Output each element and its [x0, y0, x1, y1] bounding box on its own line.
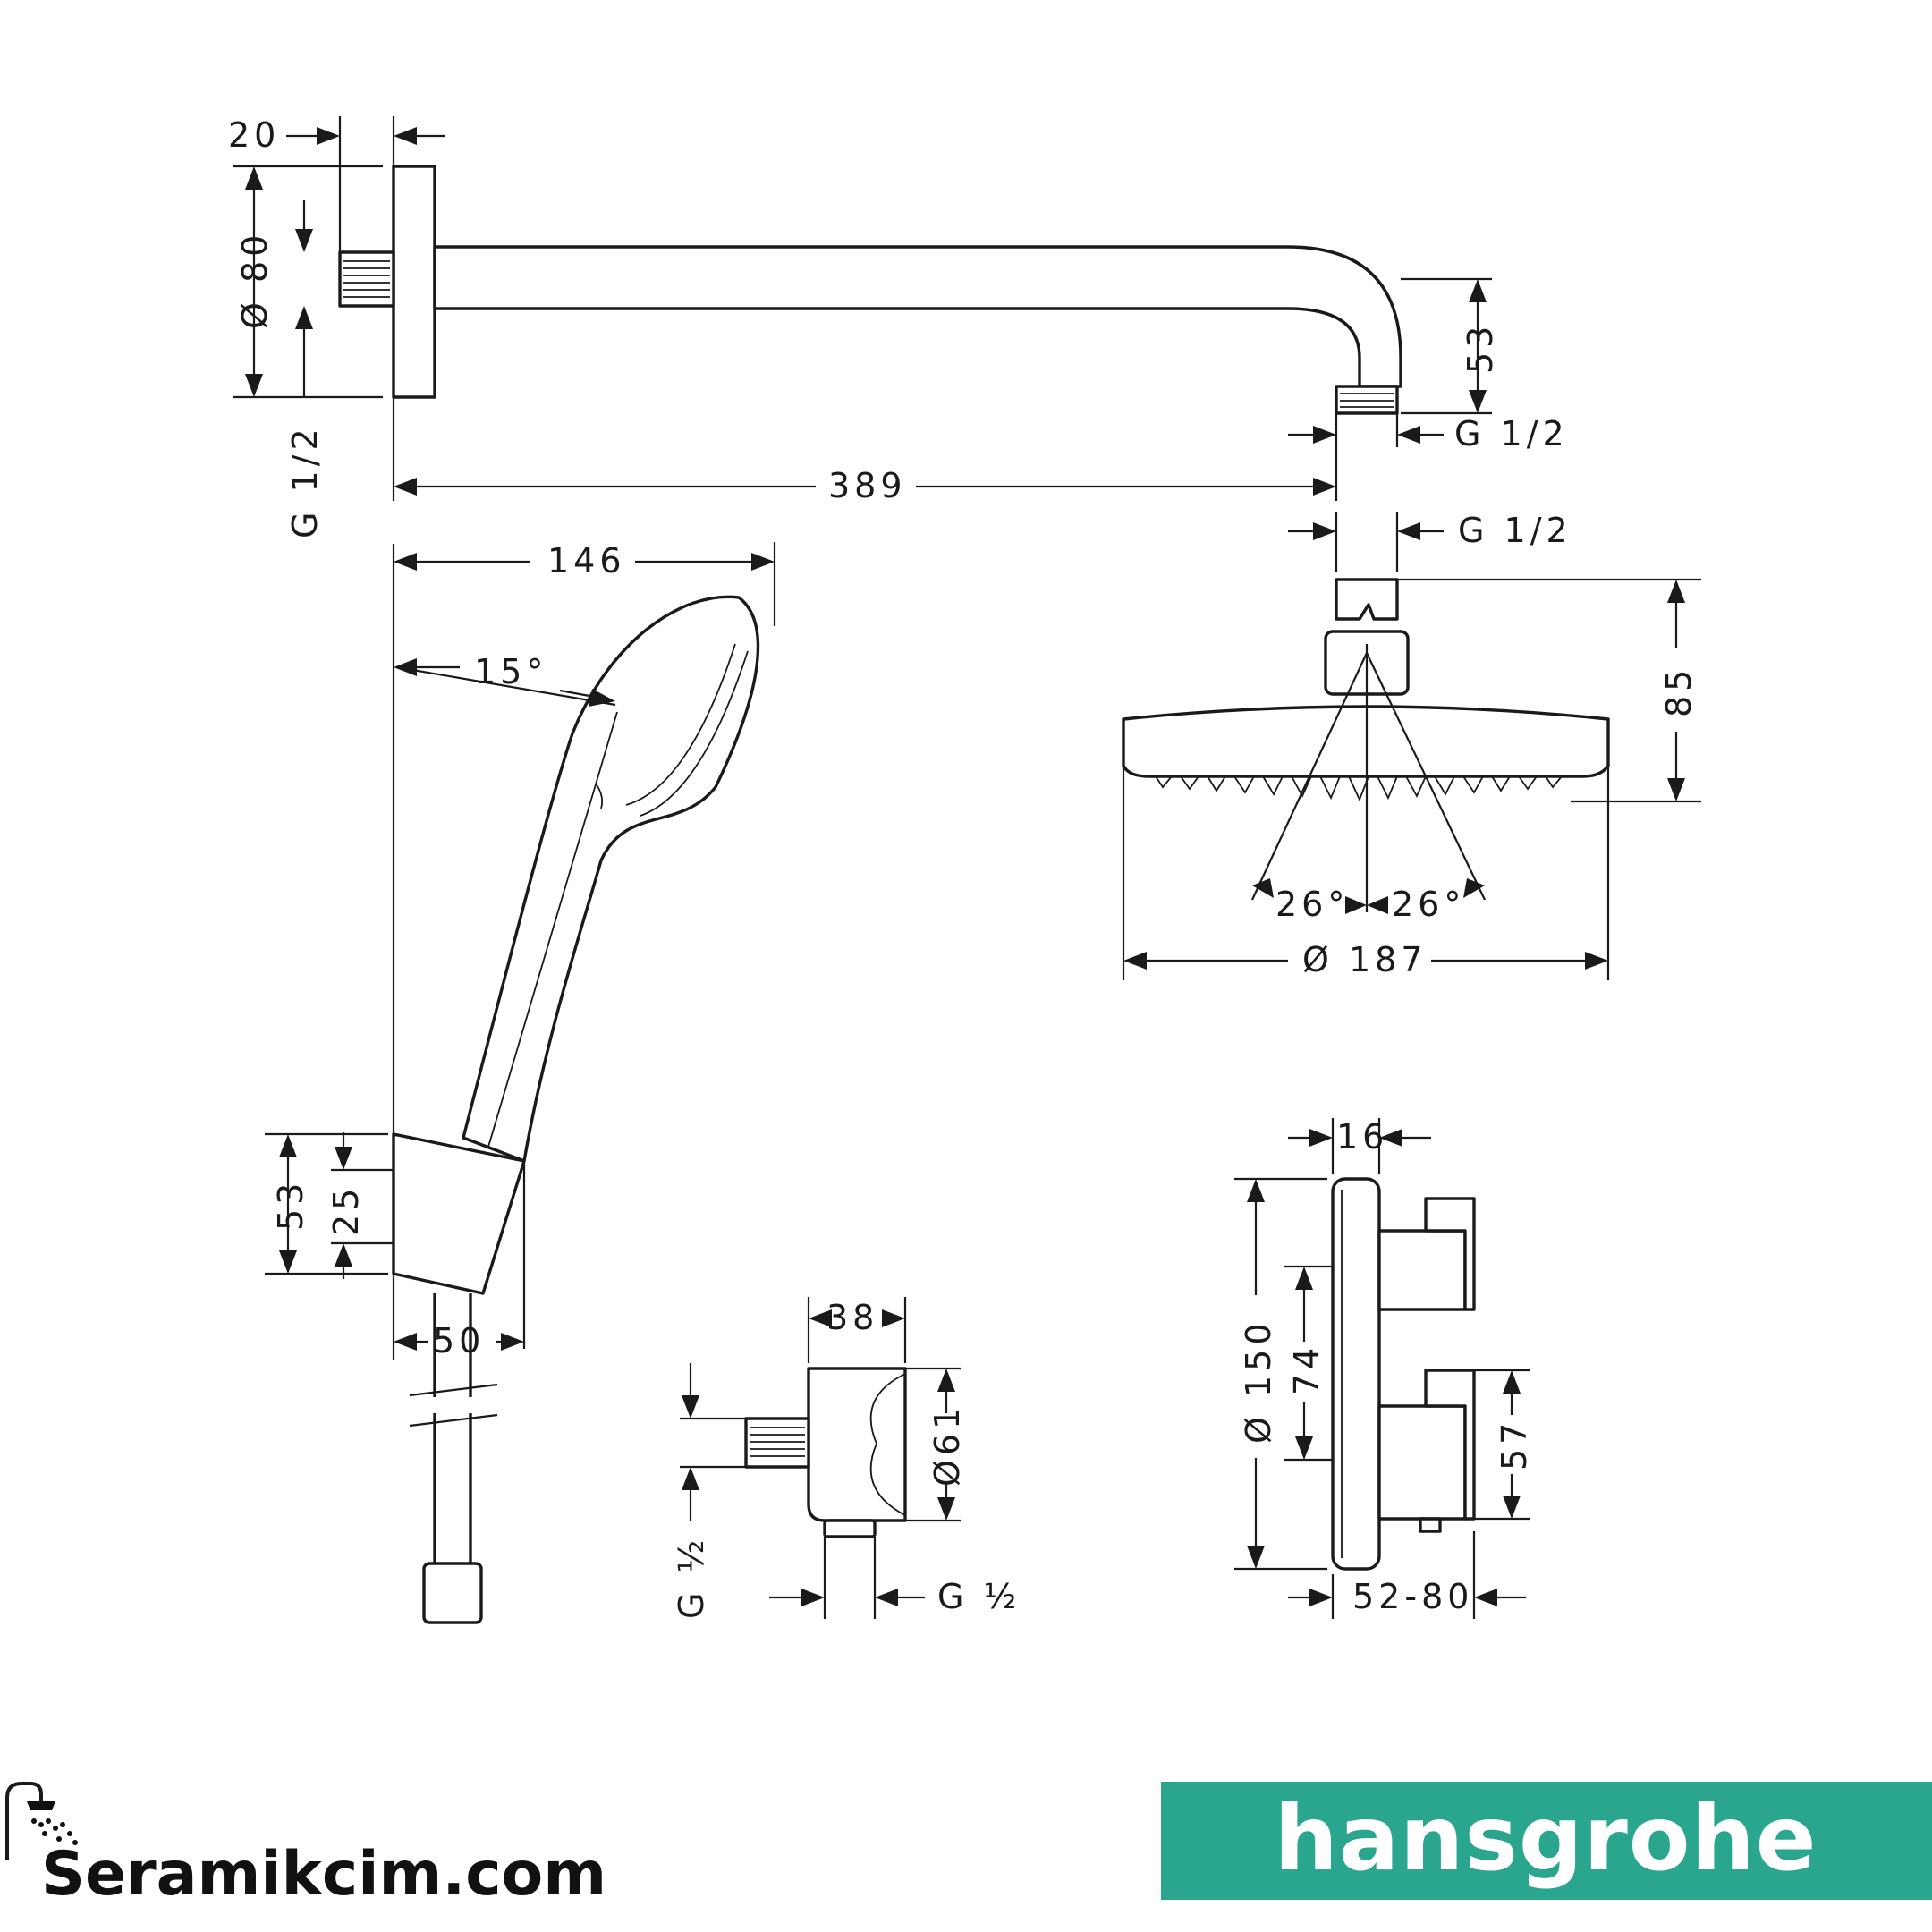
dim-head-height: 85 [1659, 665, 1699, 717]
dim-handshower-width: 146 [547, 541, 626, 580]
dim-thermo-knob: 57 [1495, 1419, 1534, 1470]
dim-thermo-depth: 16 [1336, 1117, 1388, 1157]
dim-arm-drop: 53 [1461, 322, 1500, 374]
manufacturer-logo-background [1161, 1782, 1932, 1900]
dim-outlet-dia: Ø61 [928, 1403, 967, 1487]
retailer-name: Seramikcim.com [41, 1839, 606, 1910]
shower-arm: 20 Ø 80 G 1/2 53 G 1/2 389 [228, 115, 1569, 538]
dim-arm-offset: 20 [228, 115, 280, 155]
dim-outlet-thread-left: G ½ [672, 1536, 711, 1619]
overhead-shower: G 1/2 85 26° 26° Ø 187 [1122, 511, 1701, 980]
dim-arm-thread-right: G 1/2 [1454, 414, 1569, 453]
dim-holder-height: 53 [271, 1179, 310, 1231]
dim-arm-length: 389 [828, 466, 907, 505]
dim-thermo-range: 52-80 [1352, 1577, 1473, 1616]
dim-outlet-thread-bottom: G ½ [937, 1577, 1021, 1616]
dim-holder-width: 50 [433, 1321, 485, 1360]
dim-thermo-spacing: 74 [1287, 1343, 1326, 1395]
thermostat-mixer: 16 Ø 150 74 57 52-80 [1234, 1117, 1534, 1619]
retailer-logo: Seramikcim.com [5, 1782, 606, 1910]
dim-outlet-width: 38 [826, 1298, 878, 1337]
wall-outlet: 38 Ø61 G ½ G ½ [672, 1297, 1021, 1619]
manufacturer-logo: hansgrohe [1161, 1782, 1932, 1900]
dim-holder-inner: 25 [326, 1184, 366, 1236]
dim-arm-thread-left: G 1/2 [285, 424, 325, 538]
dim-arm-flange-dia: Ø 80 [235, 231, 275, 329]
dim-head-angle-left: 26° [1275, 885, 1349, 924]
dim-thermo-dia: Ø 150 [1239, 1318, 1278, 1444]
hand-shower: 146 15° 53 25 50 [265, 541, 776, 1624]
dim-head-dia: Ø 187 [1302, 940, 1428, 979]
manufacturer-name: hansgrohe [1275, 1786, 1818, 1891]
dim-handshower-angle: 15° [474, 652, 547, 691]
dim-head-thread: G 1/2 [1458, 511, 1572, 550]
shower-icon [5, 1782, 78, 1860]
dim-head-angle-right: 26° [1392, 885, 1465, 924]
